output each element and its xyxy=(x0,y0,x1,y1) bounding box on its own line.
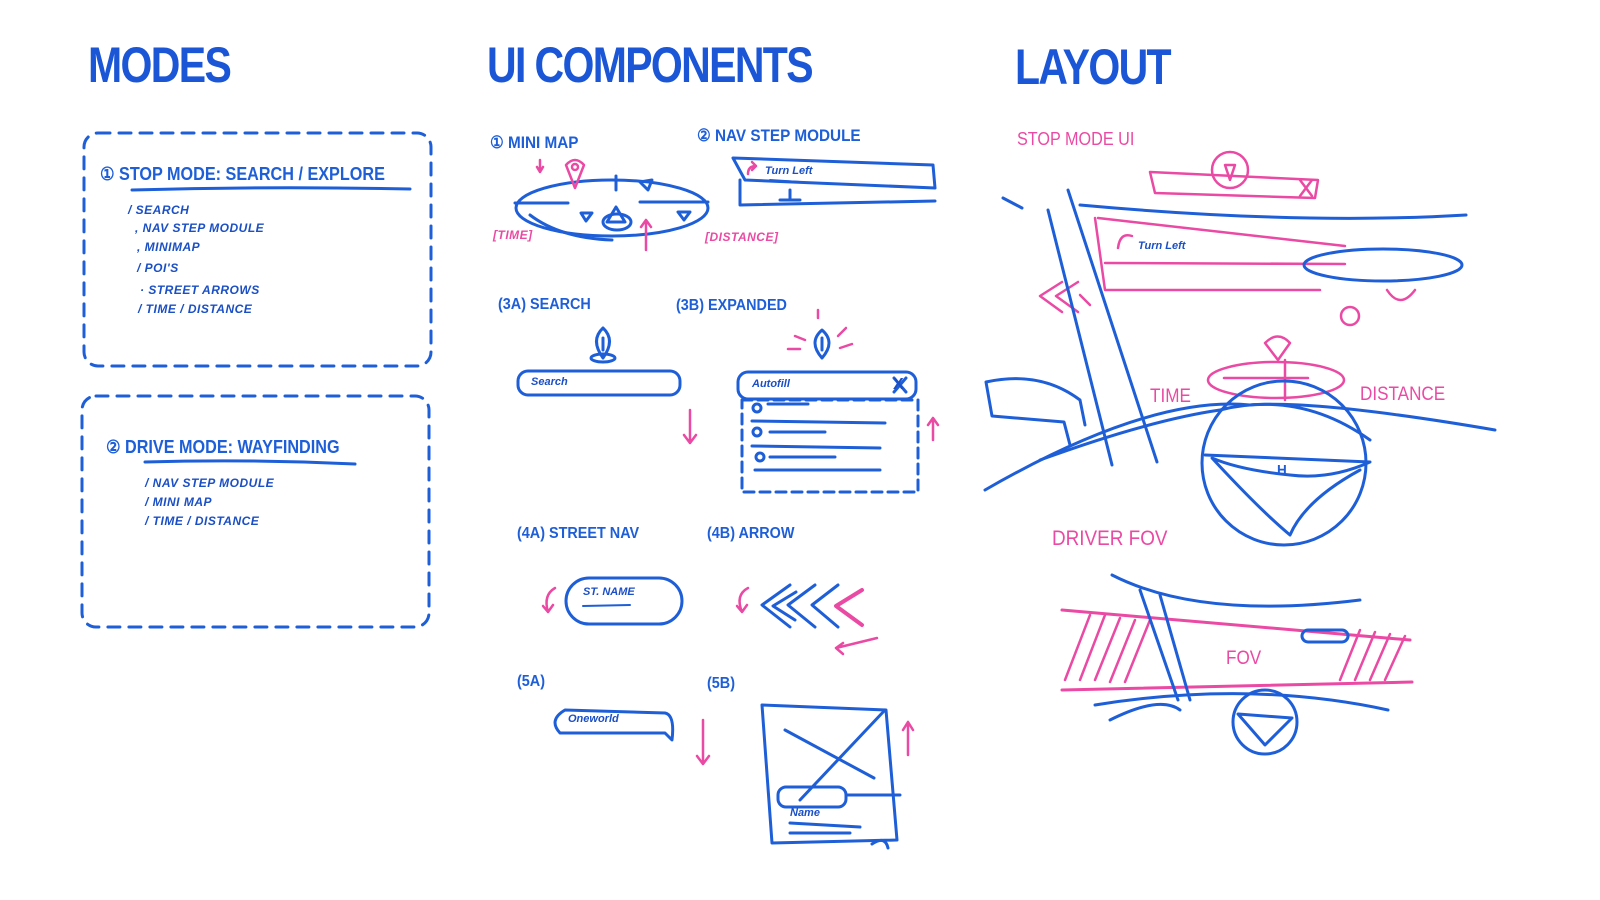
stop-mode-title: ① STOP MODE: SEARCH / EXPLORE xyxy=(100,164,385,184)
layout-distance-label: DISTANCE xyxy=(1360,384,1446,405)
mini-map-sketch xyxy=(513,174,710,242)
notification-bubble xyxy=(553,708,675,742)
layout-search-bar-sketch xyxy=(1038,150,1417,402)
drive-mode-item: / NAV STEP MODULE xyxy=(145,476,275,490)
street-nav-pill xyxy=(564,576,684,626)
stop-mode-box xyxy=(82,131,433,368)
search-sketch xyxy=(516,326,682,397)
driver-fov-label: DRIVER FOV xyxy=(1052,527,1168,550)
stop-mode-item: · STREET ARROWS xyxy=(140,283,260,297)
nav-step-sketch xyxy=(731,156,937,207)
close-x-label: X xyxy=(893,376,904,393)
ui-components-heading: UI COMPONENTS xyxy=(487,37,814,93)
stop-mode-item: / POI'S xyxy=(137,261,179,275)
stop-mode-item: , MINIMAP xyxy=(137,240,201,254)
fov-label: FOV xyxy=(1226,648,1262,669)
street-name: ST. NAME xyxy=(583,586,635,598)
five-b-label: (5B) xyxy=(707,675,735,692)
stop-mode-item: / TIME / DISTANCE xyxy=(138,302,253,316)
chevron-arrows-icon xyxy=(760,583,840,629)
wheel-logo: H xyxy=(1277,462,1287,479)
drive-mode-item: / TIME / DISTANCE xyxy=(145,514,260,528)
drive-mode-item: / MINI MAP xyxy=(145,495,212,509)
driver-fov-sketch xyxy=(1060,573,1414,756)
nav-step-label: ② NAV STEP MODULE xyxy=(697,126,861,145)
layout-nav-text: Turn Left xyxy=(1138,240,1186,252)
mini-map-distance: [DISTANCE] xyxy=(705,230,779,244)
drive-mode-title: ② DRIVE MODE: WAYFINDING xyxy=(106,437,340,457)
card-title: Name xyxy=(790,807,820,819)
bubble-text: Oneworld xyxy=(568,713,619,725)
drive-mode-box xyxy=(80,394,431,629)
layout-road-sketch xyxy=(983,188,1497,547)
expanded-search-sketch xyxy=(736,328,920,494)
expanded-label: (3B) EXPANDED xyxy=(676,297,787,314)
mini-map-label: ① MINI MAP xyxy=(490,133,579,152)
autofill-field: Autofill xyxy=(752,378,790,390)
search-input-placeholder: Search xyxy=(531,376,568,388)
five-a-label: (5A) xyxy=(517,673,545,690)
layout-time-label: TIME xyxy=(1150,386,1191,407)
stop-mode-item: / SEARCH xyxy=(128,203,190,217)
stop-mode-ui-label: STOP MODE UI xyxy=(1017,129,1135,149)
modes-heading: MODES xyxy=(88,37,232,93)
street-nav-label: (4A) STREET NAV xyxy=(517,525,640,542)
layout-heading: LAYOUT xyxy=(1015,39,1172,95)
mini-map-time: [TIME] xyxy=(493,228,533,242)
arrow-label: (4B) ARROW xyxy=(707,525,795,542)
nav-step-instruction: Turn Left xyxy=(765,165,813,177)
stop-mode-item: , NAV STEP MODULE xyxy=(135,221,265,235)
poi-card-sketch xyxy=(760,703,902,850)
search-label: (3A) SEARCH xyxy=(498,296,591,313)
